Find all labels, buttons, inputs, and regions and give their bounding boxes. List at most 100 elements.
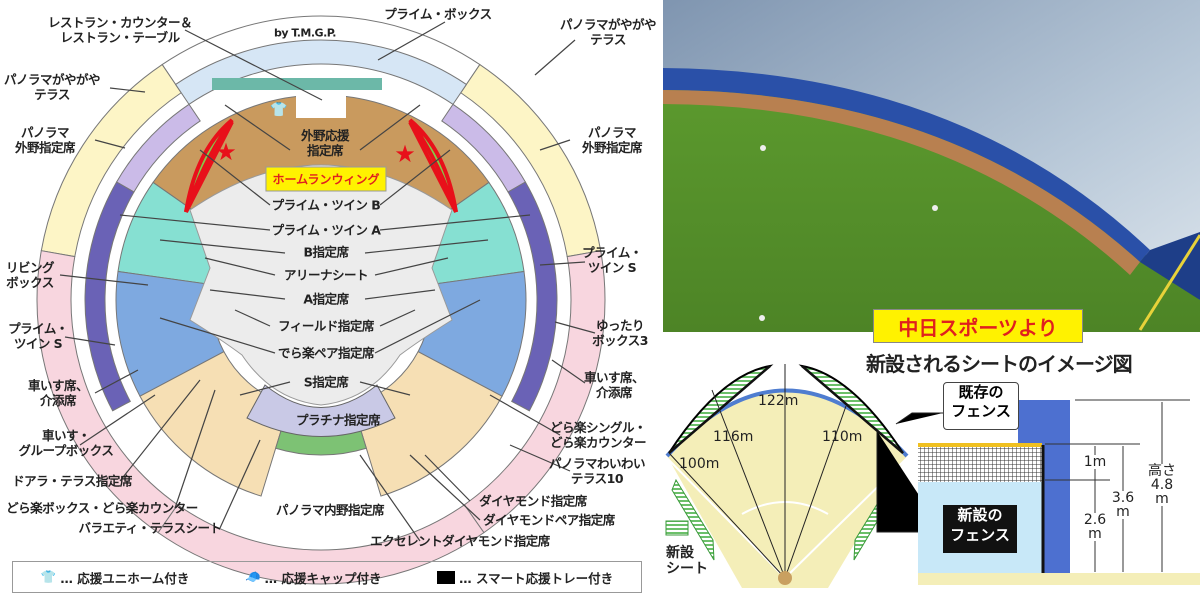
net-height: 1m <box>1083 454 1107 470</box>
leader-line <box>219 439 261 529</box>
diagram-title: 新設されるシートのイメージ図 <box>866 352 1133 376</box>
new-seat-legend: 新設 シート <box>666 545 708 577</box>
label-field-reserved: フィールド指定席 <box>278 318 374 334</box>
leader-line <box>79 394 156 446</box>
leader-line <box>554 321 596 334</box>
label-panorama-gayagaya-left: パノラマがやがや テラス <box>3 72 101 102</box>
leader-line <box>379 149 451 206</box>
leader-line <box>94 369 139 394</box>
label-wheelchair-group: 車いす・ グループボックス <box>18 428 114 458</box>
platinum-section <box>246 384 396 437</box>
leader-line <box>379 214 531 231</box>
legend-item: 👕… 応援ユニホーム付き <box>41 568 190 587</box>
restaurant-section <box>212 78 382 90</box>
prime-twin-b-ring-left <box>115 103 201 193</box>
label-arena: アリーナシート <box>283 267 369 283</box>
leader-line <box>209 289 286 300</box>
label-diamond-pair: ダイヤモンドペア指定席 <box>483 512 615 528</box>
leader-line <box>359 454 421 542</box>
tray-icon <box>437 570 456 584</box>
legend-text: … スマート応援トレー付き <box>459 570 614 586</box>
label-prime-twin-a: プライム・ツイン A <box>271 222 381 238</box>
source-label: 中日スポーツより <box>873 309 1083 343</box>
distance-pole: 100m <box>679 456 720 472</box>
leader-line <box>364 239 489 254</box>
label-yuttari-box: ゆったり ボックス3 <box>592 318 648 348</box>
label-wheelchair-left: 車いす席、 介添席 <box>27 378 89 408</box>
leader-line <box>539 139 571 151</box>
legend: 👕… 応援ユニホーム付き 🧢… 応援キャップ付き … スマート応援トレー付き <box>12 561 642 593</box>
leader-line <box>539 261 586 266</box>
leader-line <box>64 336 116 346</box>
leader-line <box>489 394 561 436</box>
label-b-reserved: B指定席 <box>303 244 349 260</box>
label-variety: バラエティ・テラスシート <box>78 520 222 536</box>
label-prime-twin-b: プライム・ツイン B <box>271 197 381 213</box>
leader-line <box>534 39 576 76</box>
label-s-reserved: S指定席 <box>303 374 349 390</box>
leader-line <box>159 239 286 254</box>
leader-line <box>204 257 276 276</box>
panorama-infield-left <box>36 250 179 534</box>
legend-text: … 応援ユニホーム付き <box>60 570 190 586</box>
leader-line <box>377 21 446 61</box>
leader-line <box>184 29 323 101</box>
panorama-outfield-left <box>40 63 182 258</box>
distance-right-center: 110m <box>822 429 863 445</box>
star-icon: ★ <box>394 140 416 168</box>
stadium-photo <box>663 0 1200 332</box>
label-a-reserved: A指定席 <box>303 291 349 307</box>
new-fence-height: 2.6 m <box>1083 512 1107 542</box>
legend-text: … 応援キャップ付き <box>264 570 382 586</box>
leader-line <box>119 379 201 482</box>
leader-line <box>424 454 471 502</box>
label-dora-box: どら楽ボックス・どら楽カウンター <box>6 500 198 516</box>
uniform-icon: 👕 <box>270 102 287 118</box>
leader-line <box>199 149 271 206</box>
leader-line <box>359 381 411 396</box>
leader-line <box>94 139 126 149</box>
existing-fence-label: 既存の フェンス <box>943 382 1019 430</box>
leader-line <box>234 309 271 327</box>
label-panorama-gayagaya-right: パノラマがやがや テラス <box>559 17 657 47</box>
label-dora-single: どら楽シングル・ どら楽カウンター <box>549 420 647 450</box>
leader-line <box>224 104 291 151</box>
leader-line <box>119 214 271 231</box>
leader-line <box>551 359 586 384</box>
uniform-icon: 👕 <box>40 569 57 584</box>
distance-left-center: 116m <box>713 429 754 445</box>
leader-line <box>174 389 216 509</box>
legend-item: … スマート応援トレー付き <box>437 568 613 587</box>
leader-line <box>374 257 449 276</box>
homerun-wing-label: ホームランウィング <box>265 166 387 192</box>
label-outfield-cheer: 外野応援 指定席 <box>300 128 350 158</box>
prime-twin-left <box>84 181 135 412</box>
label-panorama-outfield-right: パノラマ 外野指定席 <box>581 125 643 155</box>
label-dera-pair: でら楽ペア指定席 <box>277 345 375 361</box>
star-icon: ★ <box>215 138 237 166</box>
label-doala-terrace: ドアラ・テラス指定席 <box>12 473 132 489</box>
cap-icon: 🧢 <box>245 569 261 584</box>
leader-line <box>159 317 276 354</box>
label-prime-box: プライム・ボックス <box>384 6 492 22</box>
label-restaurant: レストラン・カウンター＆ レストラン・テーブル <box>47 15 193 45</box>
new-fence-label: 新設の フェンス <box>943 505 1017 553</box>
distance-center: 122m <box>758 393 799 409</box>
leader-line <box>109 87 146 93</box>
label-panorama-infield: パノラマ内野指定席 <box>275 502 385 518</box>
leader-line <box>239 381 291 396</box>
field-distance-diagram <box>665 364 943 588</box>
label-wheelchair-right: 車いす席、 介添席 <box>583 370 645 400</box>
leader-line <box>359 104 421 151</box>
prime-twin-right <box>507 181 558 412</box>
label-living-box: リビング ボックス <box>5 260 55 290</box>
label-panorama-outfield-left: パノラマ 外野指定席 <box>14 125 76 155</box>
existing-fence-height: 高さ 4.8 m <box>1148 463 1176 507</box>
credit: by T.M.G.P. <box>274 26 336 40</box>
label-prime-twin-s-right: プライム・ ツイン S <box>582 245 642 275</box>
legend-item: 🧢… 応援キャップ付き <box>245 568 381 587</box>
label-panorama-waiwai: パノラマわいわい テラス10 <box>548 456 646 486</box>
leader-line <box>409 454 481 521</box>
label-excellent-diamond: エクセレントダイヤモンド指定席 <box>370 533 550 549</box>
